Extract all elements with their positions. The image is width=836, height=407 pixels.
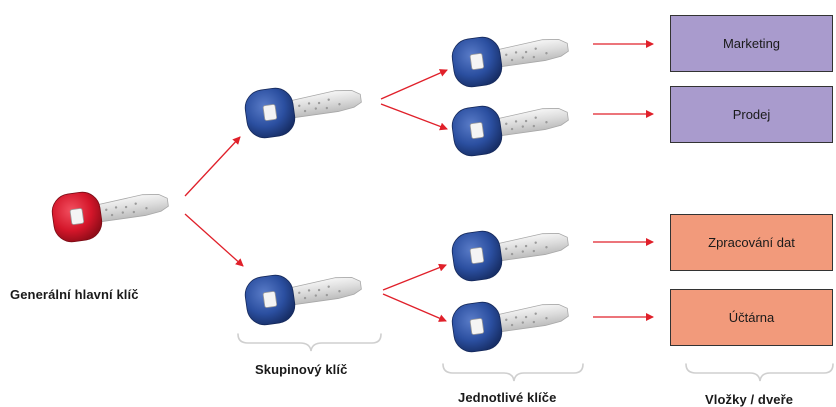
arrow-group-top-to-key-2 — [380, 103, 448, 131]
cylinders-doors-label: Vložky / dveře — [705, 392, 794, 407]
individual-key-3-icon — [451, 229, 570, 282]
individual-keys-brace — [442, 363, 584, 382]
group-key-label: Skupinový klíč — [255, 362, 348, 377]
arrow-master-to-group-top — [184, 136, 241, 197]
group-key-top-icon — [244, 86, 363, 139]
individual-key-2-icon — [451, 104, 570, 157]
door-marketing: Marketing — [670, 15, 833, 72]
individual-key-4-icon — [451, 300, 570, 353]
group-key-bottom-icon — [244, 273, 363, 326]
individual-key-1-icon — [451, 35, 570, 88]
arrow-group-bottom-to-key-4 — [382, 293, 447, 322]
master-key-icon — [51, 190, 170, 243]
arrow-master-to-group-bottom — [184, 213, 244, 267]
door-zpracovani-dat: Zpracování dat — [670, 214, 833, 271]
door-uctarna: Účtárna — [670, 289, 833, 346]
doors-brace — [685, 363, 834, 382]
arrow-group-top-to-key-1 — [380, 69, 448, 100]
master-key-label: Generální hlavní klíč — [10, 287, 139, 302]
door-prodej: Prodej — [670, 86, 833, 143]
group-key-brace — [237, 333, 382, 352]
arrow-group-bottom-to-key-3 — [382, 263, 447, 291]
individual-keys-label: Jednotlivé klíče — [458, 390, 557, 405]
